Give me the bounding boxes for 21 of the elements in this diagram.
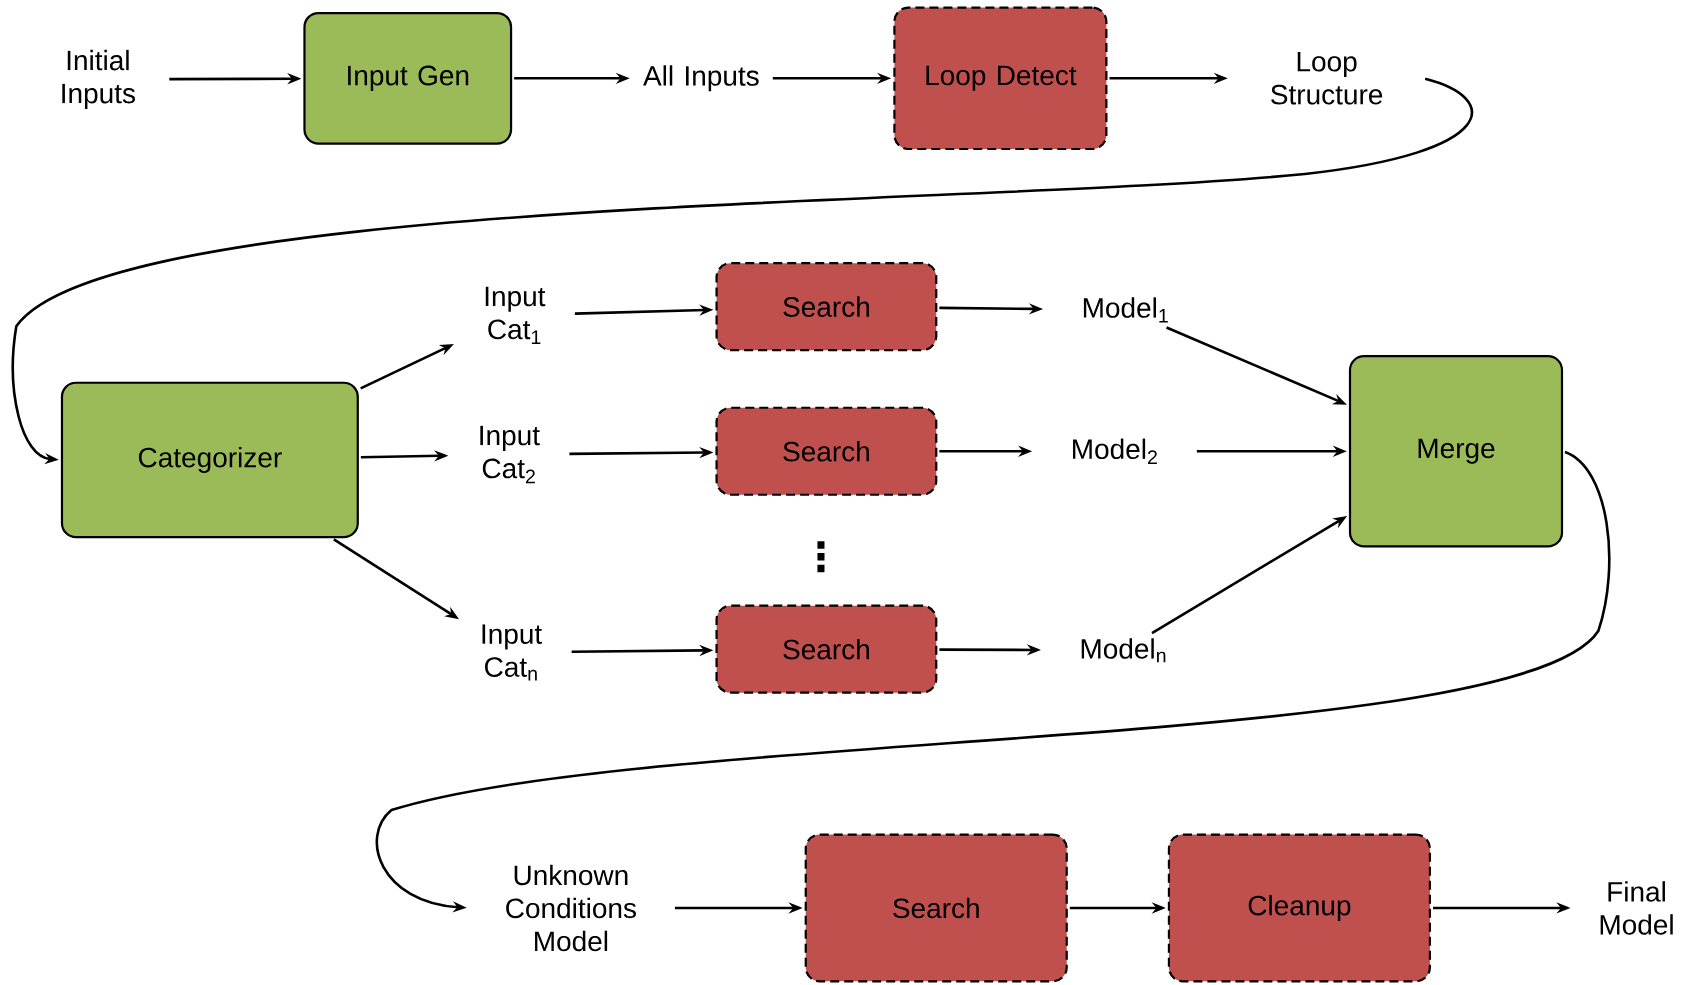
search-box: Search (715, 261, 938, 352)
flow-label: Input Cat$_{1}$ (485, 286, 546, 344)
flow-label: Model$_{n}$ (1081, 638, 1166, 663)
flow-label: Loop Structure (1271, 51, 1383, 105)
ellipsis-dots: ⋮ (817, 541, 825, 573)
flow-label: Model$_{2}$ (1073, 438, 1157, 464)
process-box: Merge (1348, 354, 1564, 548)
flow-label: Initial Inputs (62, 49, 135, 109)
flow-label: All Inputs (643, 65, 759, 92)
process-box: Categorizer (60, 381, 359, 539)
search-box: Search (715, 604, 938, 694)
process-box: Input Gen (303, 11, 513, 145)
search-box: Loop Detect (893, 6, 1108, 150)
flow-label: Final Model (1600, 881, 1673, 935)
flow-label: Unknown Conditions Model (506, 864, 636, 952)
search-box: Search (715, 406, 938, 496)
search-box: Cleanup (1167, 833, 1431, 983)
search-box: Search (804, 833, 1068, 983)
flow-label: Input Cat$_{2}$ (480, 425, 540, 484)
flow-label: Input Cat$_{n}$ (482, 624, 542, 681)
flow-label: Model$_{1}$ (1083, 297, 1168, 323)
